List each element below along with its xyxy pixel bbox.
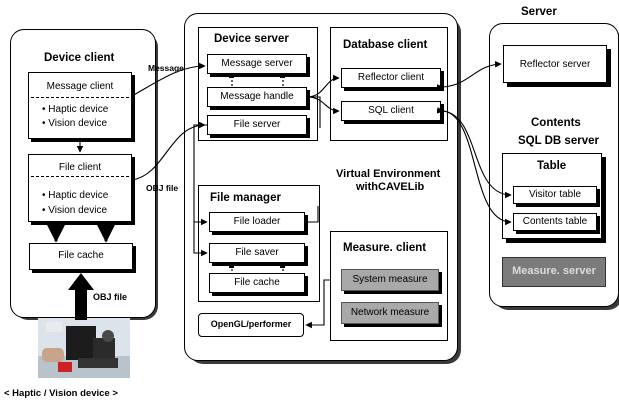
obj-file-arrow-label: OBJ file bbox=[146, 183, 179, 193]
network-measure-label: Network measure bbox=[350, 307, 430, 318]
visitor-table-box bbox=[513, 186, 597, 204]
database-client-title: Database client bbox=[343, 39, 428, 51]
message-client-item-haptic: • Haptic device bbox=[42, 104, 109, 115]
contents-title: Contents bbox=[531, 117, 581, 129]
file-server-label: File server bbox=[233, 119, 281, 130]
message-server-box bbox=[207, 54, 307, 74]
system-measure-box: System measure bbox=[341, 269, 439, 291]
measure-server-label: Measure. server bbox=[512, 265, 596, 277]
network-measure-box: Network measure bbox=[341, 302, 439, 324]
measure-client-title: Measure. client bbox=[343, 242, 427, 254]
message-client-label: Message client bbox=[46, 81, 114, 92]
ve-title-line2: withCAVELib bbox=[356, 181, 425, 193]
device-server-title: Device server bbox=[214, 33, 289, 45]
contents-table-label: Contents table bbox=[522, 216, 588, 227]
file-client-box bbox=[28, 154, 132, 222]
ve-title-line1: Virtual Environment bbox=[336, 168, 441, 180]
file-client-label: File client bbox=[58, 162, 102, 173]
visitor-table-label: Visitor table bbox=[528, 189, 582, 200]
message-client-box bbox=[28, 72, 132, 139]
opengl-box bbox=[198, 313, 304, 337]
reflector-server-label: Reflector server bbox=[519, 59, 591, 70]
sql-client-label: SQL client bbox=[368, 105, 414, 116]
sql-db-server-title: SQL DB server bbox=[518, 135, 599, 147]
message-server-label: Message server bbox=[221, 58, 293, 69]
reflector-server-box bbox=[503, 45, 607, 83]
fm-file-cache-label: File cache bbox=[234, 277, 280, 288]
divider bbox=[31, 176, 129, 177]
opengl-label: OpenGL/performer bbox=[210, 319, 292, 329]
server-title: Server bbox=[521, 6, 557, 18]
table-title: Table bbox=[537, 160, 567, 172]
system-measure-label: System measure bbox=[352, 274, 428, 285]
file-client-item-vision: • Vision device bbox=[42, 205, 108, 216]
file-cache-label: File cache bbox=[58, 250, 104, 261]
message-arrow-label: Message bbox=[148, 63, 184, 73]
file-cache-box bbox=[29, 243, 133, 270]
divider bbox=[31, 97, 129, 98]
measure-server-box: Measure. server bbox=[502, 257, 606, 287]
file-client-item-haptic: • Haptic device bbox=[42, 190, 109, 201]
file-manager-title: File manager bbox=[210, 192, 281, 204]
message-handle-box bbox=[207, 87, 307, 107]
message-handle-label: Message handle bbox=[220, 91, 294, 102]
file-loader-box bbox=[209, 212, 305, 232]
device-caption: < Haptic / Vision device > bbox=[4, 388, 118, 399]
haptic-device-image bbox=[38, 318, 130, 378]
contents-table-box bbox=[513, 213, 597, 231]
file-saver-box bbox=[209, 243, 305, 263]
file-server-box bbox=[207, 115, 307, 135]
device-client-title: Device client bbox=[44, 52, 115, 64]
message-client-item-vision: • Vision device bbox=[42, 118, 108, 129]
obj-file-device-label: OBJ file bbox=[93, 292, 128, 302]
file-loader-label: File loader bbox=[233, 216, 281, 227]
file-saver-label: File saver bbox=[235, 247, 279, 258]
reflector-client-label: Reflector client bbox=[357, 72, 425, 83]
fm-file-cache-box bbox=[209, 273, 305, 293]
